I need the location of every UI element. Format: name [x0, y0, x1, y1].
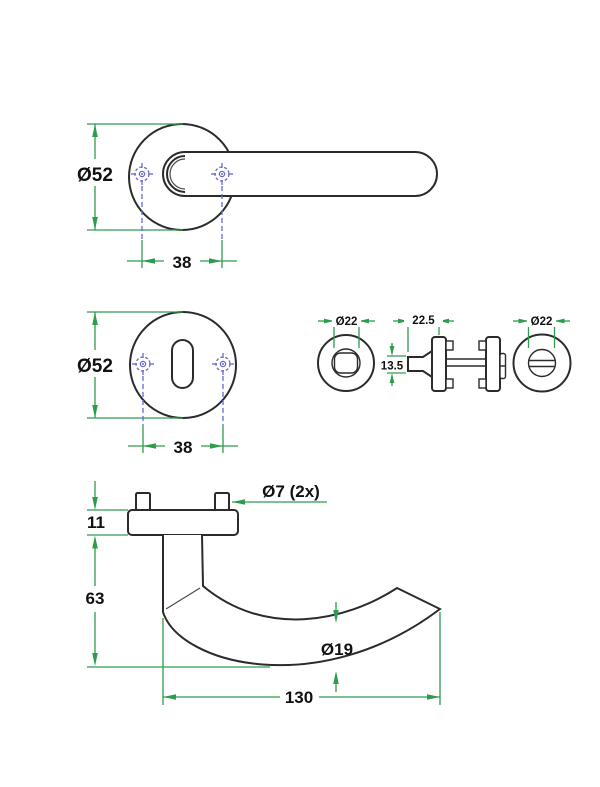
neck-collar-inner-arc	[169, 158, 186, 190]
keyhole-slot	[171, 339, 194, 389]
lever-grip-outline	[162, 151, 438, 197]
center-mark-icon	[212, 353, 234, 375]
arrowhead	[389, 346, 395, 356]
arrowhead	[92, 312, 98, 325]
arrowhead	[92, 497, 98, 510]
arrowhead	[163, 694, 176, 700]
dim-projection-label: 63	[86, 589, 105, 608]
arrowhead	[427, 694, 440, 700]
arrowhead	[518, 318, 529, 324]
arrowhead	[143, 443, 156, 449]
dim-fixing-pin-diameter-label: Ø7 (2x)	[262, 482, 320, 501]
arrowhead	[92, 124, 98, 137]
lever-neck-and-grip-outline	[162, 534, 442, 666]
dim-turn-knob-height-label: 13.5	[381, 361, 404, 373]
turn-rose-circle	[512, 333, 572, 393]
arrowhead	[389, 373, 395, 383]
dim-grip-diameter-label: Ø19	[321, 640, 353, 659]
arrowhead	[554, 318, 565, 324]
dim-rose-diameter-label: Ø52	[77, 165, 113, 186]
dim-rose-thickness-label: 11	[87, 513, 105, 532]
neck-grip-junction-line	[165, 587, 201, 610]
dim-release-rose-diameter-label: Ø22	[336, 316, 358, 328]
arrowhead	[210, 443, 223, 449]
arrowhead	[359, 318, 369, 324]
arrowhead	[92, 535, 98, 549]
release-knob-circle	[331, 348, 361, 378]
fixing-pin	[214, 492, 230, 511]
arrowhead	[324, 318, 334, 324]
arrowhead	[333, 610, 339, 623]
fixing-tab	[445, 340, 454, 351]
dim-fixing-centers-label: 38	[173, 253, 192, 272]
rose-side-right	[485, 336, 501, 392]
dim-overall-length-label: 130	[285, 688, 313, 707]
dim-fixing-centers-label: 38	[174, 438, 193, 457]
center-mark-icon	[132, 353, 154, 375]
center-mark-icon	[211, 163, 233, 185]
arrowhead	[232, 499, 245, 505]
escutcheon-front-view: Ø52 38	[72, 311, 238, 457]
arrowhead	[333, 671, 339, 684]
dim-turn-rose-diameter-label: Ø22	[531, 316, 553, 328]
arrowhead	[439, 318, 449, 324]
arrowhead	[92, 217, 98, 230]
fixing-tab	[478, 378, 487, 389]
arrowhead	[92, 653, 98, 666]
turn-knob-circle	[527, 348, 557, 378]
lever-side-view: Ø7 (2x) 11 63 Ø19 130	[86, 481, 442, 707]
arrowhead	[398, 318, 408, 324]
thumbturn-knob-side	[407, 349, 433, 379]
arrowhead	[142, 258, 155, 264]
fixing-tab	[445, 378, 454, 389]
rose-side-plate	[127, 509, 239, 536]
wc-turn-views: Ø22 22.5 13.5	[317, 310, 572, 393]
fixing-pin	[135, 492, 151, 511]
center-mark-icon	[131, 163, 153, 185]
rose-side-left	[431, 336, 447, 392]
fixing-tab	[478, 340, 487, 351]
release-slot-outline	[333, 352, 359, 374]
neck-collar-arc	[166, 155, 186, 193]
release-rose-circle	[317, 334, 375, 392]
lever-front-view: Ø52 38	[72, 123, 438, 272]
arrowhead	[209, 258, 222, 264]
dim-assembly-depth-label: 22.5	[412, 315, 435, 327]
arrowhead	[92, 405, 98, 418]
dim-rose-diameter-label: Ø52	[77, 356, 113, 377]
